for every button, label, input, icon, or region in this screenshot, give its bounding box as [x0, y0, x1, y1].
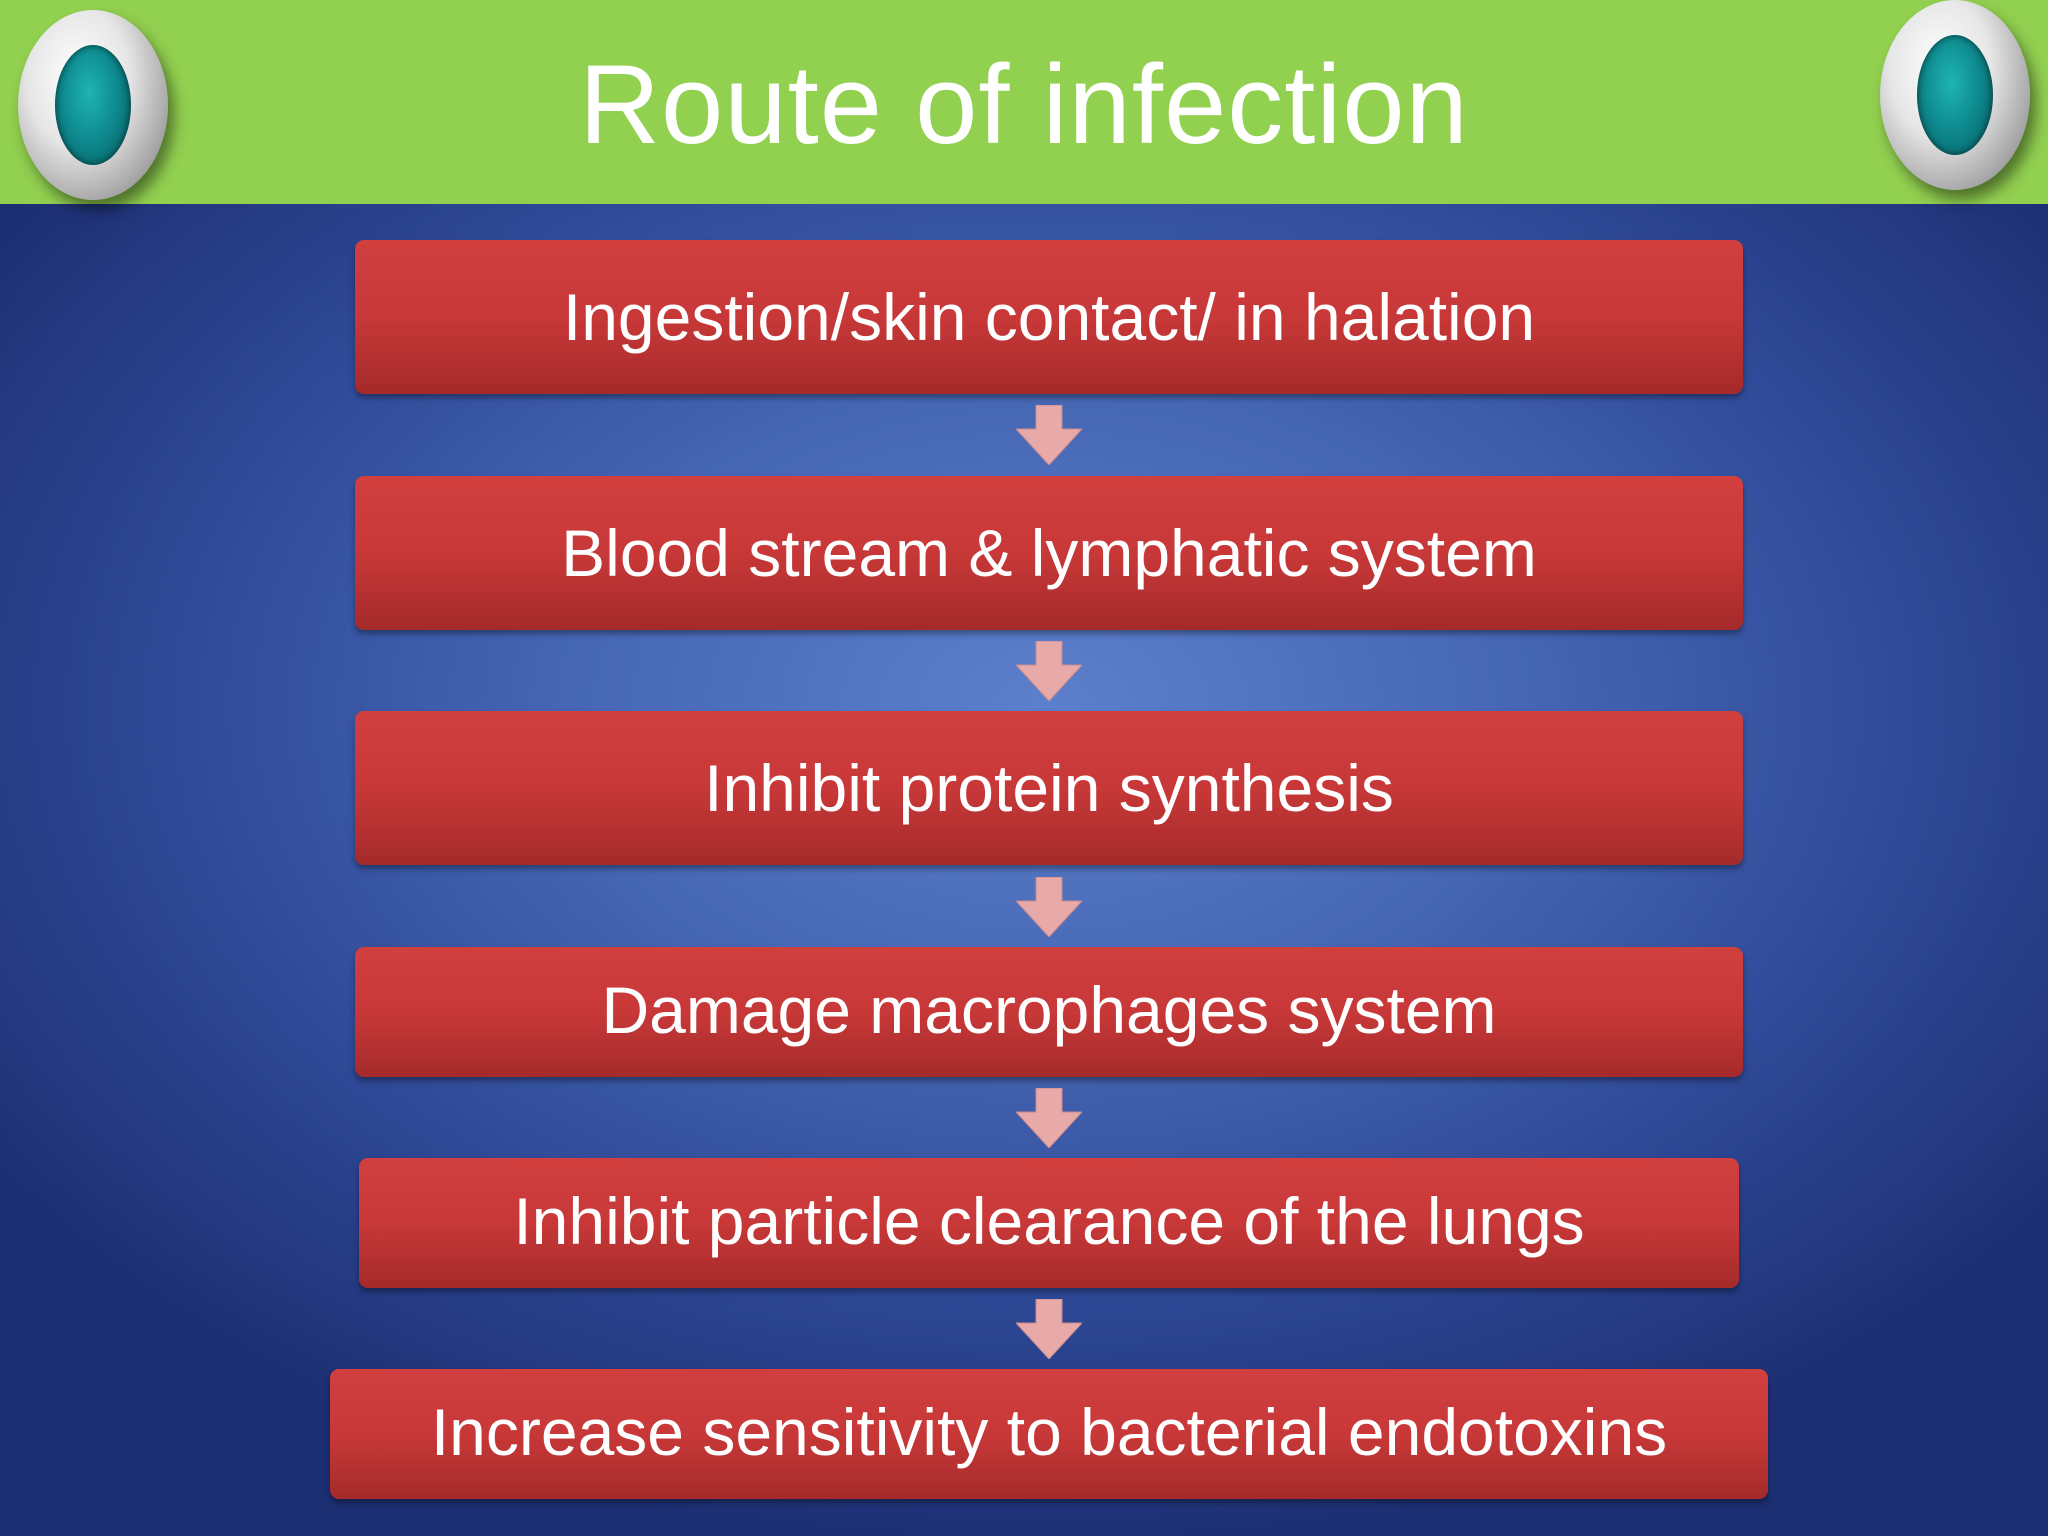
- flow-step-6-label: Increase sensitivity to bacterial endoto…: [430, 1395, 1668, 1469]
- ring-decoration-right-icon: [1880, 0, 2030, 190]
- flow-step-5: Inhibit particle clearance of the lungs: [359, 1158, 1739, 1288]
- down-arrow-icon: [1016, 1299, 1082, 1359]
- flow-step-4-label: Damage macrophages system: [601, 973, 1497, 1047]
- flow-step-3: Inhibit protein synthesis: [355, 711, 1743, 865]
- flow-step-3-label: Inhibit protein synthesis: [704, 751, 1394, 825]
- title-bar: [0, 0, 2048, 204]
- down-arrow-icon: [1016, 405, 1082, 465]
- down-arrow-icon: [1016, 641, 1082, 701]
- flow-step-5-label: Inhibit particle clearance of the lungs: [513, 1184, 1585, 1258]
- flow-step-4: Damage macrophages system: [355, 947, 1743, 1077]
- slide-title: Route of infection: [579, 42, 1469, 167]
- flow-step-2-label: Blood stream & lymphatic system: [561, 516, 1537, 590]
- flow-step-6: Increase sensitivity to bacterial endoto…: [330, 1369, 1768, 1499]
- flow-step-2: Blood stream & lymphatic system: [355, 476, 1743, 630]
- flow-step-1: Ingestion/skin contact/ in halation: [355, 240, 1743, 394]
- down-arrow-icon: [1016, 1088, 1082, 1148]
- flow-step-1-label: Ingestion/skin contact/ in halation: [562, 280, 1536, 354]
- down-arrow-icon: [1016, 877, 1082, 937]
- ring-decoration-left-icon: [18, 10, 168, 200]
